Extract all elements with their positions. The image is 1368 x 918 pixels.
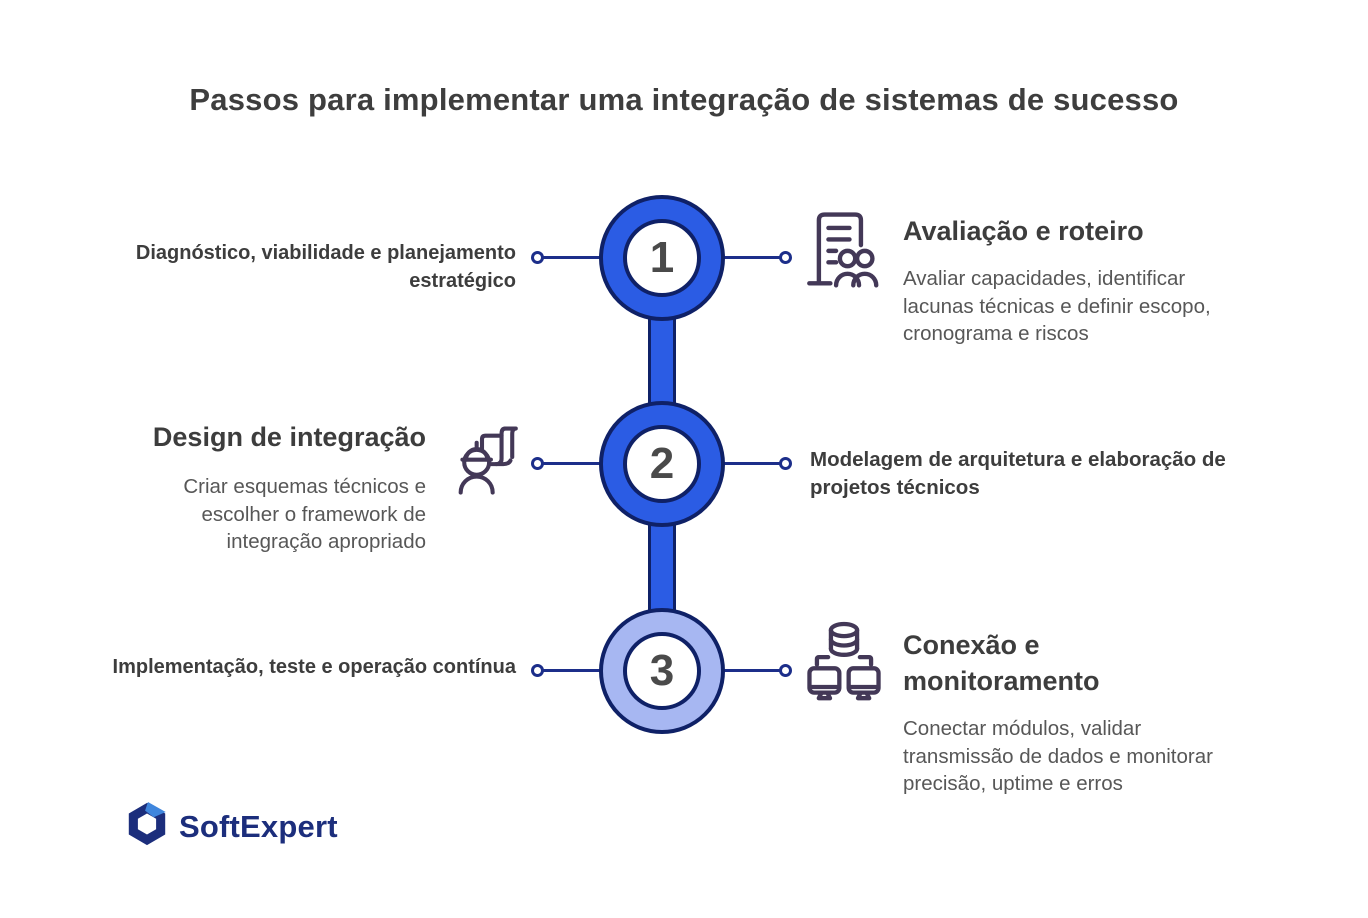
connector-ring xyxy=(531,457,544,470)
step-2-description: Criar esquemas técnicos e escolher o fra… xyxy=(183,475,426,553)
step-3-number: 3 xyxy=(623,632,701,710)
softexpert-logo: SoftExpert xyxy=(124,801,338,852)
connector-ring xyxy=(779,664,792,677)
connector-line xyxy=(543,462,601,465)
connector-ring xyxy=(531,664,544,677)
step-3-left-label: Implementação, teste e operação contínua xyxy=(112,656,516,678)
step-1-number: 1 xyxy=(623,219,701,297)
connector-ring xyxy=(779,457,792,470)
step-1-circle: 1 xyxy=(599,195,725,321)
connector-line xyxy=(543,669,601,672)
connector-ring xyxy=(531,251,544,264)
step-1-left-label: Diagnóstico, viabilidade e planejamento … xyxy=(135,242,516,292)
engineer-blueprint-icon xyxy=(450,416,530,498)
step-2-right-label: Modelagem de arquitetura e elaboração de… xyxy=(810,448,1226,499)
connector-line xyxy=(723,462,780,465)
step-3-description: Conectar módulos, validar transmissão de… xyxy=(903,717,1213,795)
step-3-title: Conexão e monitoramento xyxy=(903,630,1100,696)
step-3-circle: 3 xyxy=(599,608,725,734)
step-2-circle: 2 xyxy=(599,401,725,527)
connector-ring xyxy=(779,251,792,264)
step-1-description: Avaliar capacidades, identificar lacunas… xyxy=(903,267,1211,345)
page-title: Passos para implementar uma integração d… xyxy=(189,82,1179,117)
database-monitors-icon xyxy=(802,616,886,702)
connector-line xyxy=(723,669,780,672)
step-1-title: Avaliação e roteiro xyxy=(903,216,1144,246)
softexpert-logo-text: SoftExpert xyxy=(179,808,338,844)
softexpert-logo-icon xyxy=(124,801,170,852)
connector-line xyxy=(723,256,780,259)
step-2-title: Design de integração xyxy=(152,422,426,452)
roadmap-document-people-icon xyxy=(797,205,879,291)
connector-line xyxy=(543,256,601,259)
step-2-number: 2 xyxy=(623,425,701,503)
